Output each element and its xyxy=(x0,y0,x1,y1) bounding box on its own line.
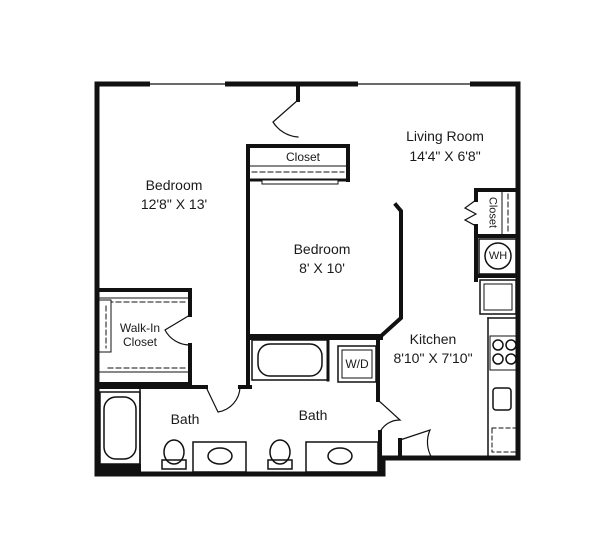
kitchen-dims: 8'10" X 7'10" xyxy=(393,350,473,366)
bath-2-name: Bath xyxy=(298,407,328,423)
walkin-closet-label-1: Walk-In xyxy=(119,321,161,335)
closet-top-label: Closet xyxy=(285,150,320,164)
windows xyxy=(149,81,471,87)
bath-fixtures xyxy=(139,386,379,475)
bedroom-1-name: Bedroom xyxy=(145,177,203,193)
door-swings xyxy=(164,99,478,459)
interior-walls xyxy=(95,84,520,476)
kitchen-appliances xyxy=(479,279,519,457)
closet-side-label: Closet xyxy=(486,196,499,229)
washer-dryer-label: W/D xyxy=(345,357,369,371)
bedroom-1-dims: 12'8" X 13' xyxy=(140,196,208,212)
living-room-dims: 14'4" X 6'8" xyxy=(409,148,481,164)
washer-dryer xyxy=(337,345,377,383)
living-room-name: Living Room xyxy=(406,128,484,144)
water-heater-label: WH xyxy=(488,250,508,262)
water-heater xyxy=(478,238,517,275)
closet-shelving xyxy=(98,165,509,373)
bedroom-2-name: Bedroom xyxy=(293,241,351,257)
bathtubs xyxy=(99,338,330,465)
bedroom-2-dims: 8' X 10' xyxy=(299,260,345,276)
bath-1-name: Bath xyxy=(170,411,200,427)
kitchen-name: Kitchen xyxy=(409,331,457,347)
walkin-closet-label-2: Closet xyxy=(122,335,157,349)
